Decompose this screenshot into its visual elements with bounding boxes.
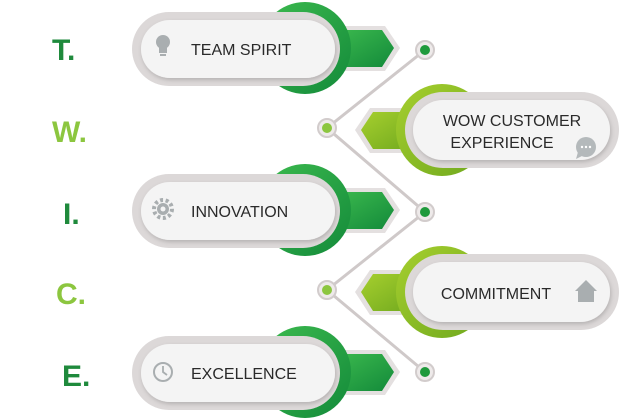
gear-icon: [152, 198, 174, 220]
item-label: EXCELLENCE: [191, 366, 297, 383]
item-label: TEAM SPIRIT: [191, 42, 292, 59]
item-label-line2: EXPERIENCE: [450, 135, 553, 152]
letter-w: W.: [52, 116, 87, 149]
item-commitment: COMMITMENT: [355, 246, 619, 338]
home-icon: [575, 280, 597, 302]
chat-bubble-icon: [576, 137, 596, 159]
clock-icon: [153, 362, 173, 382]
lightbulb-icon: [156, 35, 170, 56]
item-label: COMMITMENT: [441, 286, 551, 303]
letter-c: C.: [56, 278, 86, 311]
item-team-spirit: TEAM SPIRIT: [132, 2, 400, 94]
item-label: INNOVATION: [191, 204, 288, 221]
item-excellence: EXCELLENCE: [132, 326, 400, 418]
connector-dots: [317, 40, 435, 382]
item-wow-customer-experience: WOW CUSTOMER EXPERIENCE: [355, 84, 619, 176]
letter-t: T.: [52, 34, 75, 67]
item-innovation: INNOVATION: [132, 164, 400, 256]
letter-e: E.: [62, 360, 90, 393]
letter-i: I.: [63, 198, 80, 231]
item-label-line1: WOW CUSTOMER: [443, 113, 581, 130]
